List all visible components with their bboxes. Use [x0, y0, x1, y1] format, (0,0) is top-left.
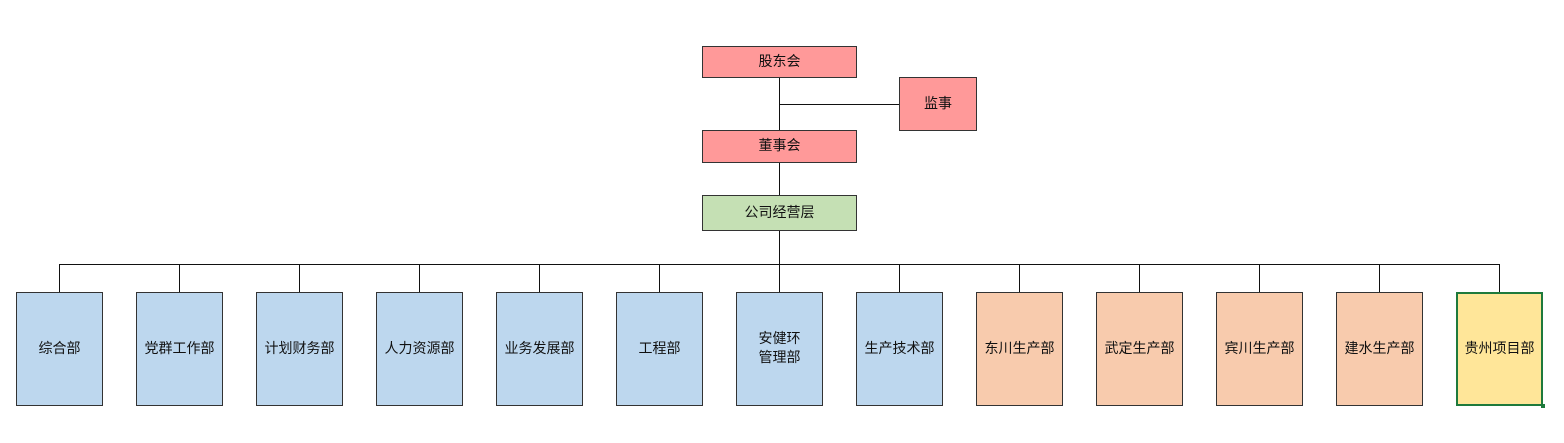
department-drop-line	[539, 264, 540, 292]
department-label: 武定生产部	[1104, 340, 1175, 357]
department-node[interactable]: 工程部	[616, 292, 703, 406]
department-node[interactable]: 人力资源部	[376, 292, 463, 406]
department-node[interactable]: 武定生产部	[1096, 292, 1183, 406]
department-node[interactable]: 生产技术部	[856, 292, 943, 406]
department-node[interactable]: 东川生产部	[976, 292, 1063, 406]
department-node[interactable]: 党群工作部	[136, 292, 223, 406]
department-label: 党群工作部	[144, 340, 215, 357]
department-label: 贵州项目部	[1464, 340, 1535, 357]
department-drop-line	[1259, 264, 1260, 292]
department-node[interactable]: 安健环 管理部	[736, 292, 823, 406]
company-management-node[interactable]: 公司经营层	[702, 195, 857, 231]
department-label: 东川生产部	[984, 340, 1055, 357]
shareholders-meeting-label: 股东会	[758, 53, 801, 70]
department-drop-line	[179, 264, 180, 292]
board-of-directors-node[interactable]: 董事会	[702, 130, 857, 163]
department-node[interactable]: 业务发展部	[496, 292, 583, 406]
department-node-selected[interactable]: 贵州项目部	[1456, 292, 1545, 408]
connector-supervisor	[779, 104, 900, 105]
department-label: 建水生产部	[1344, 340, 1415, 357]
department-label: 宾川生产部	[1224, 340, 1295, 357]
shareholders-meeting-node[interactable]: 股东会	[702, 46, 857, 78]
department-drop-line	[419, 264, 420, 292]
department-label: 工程部	[638, 340, 681, 357]
department-label: 业务发展部	[504, 340, 575, 357]
resize-handle[interactable]	[1541, 404, 1545, 408]
department-node[interactable]: 建水生产部	[1336, 292, 1423, 406]
department-node[interactable]: 计划财务部	[256, 292, 343, 406]
department-drop-line	[899, 264, 900, 292]
connector-board-management	[779, 163, 780, 195]
department-label: 人力资源部	[384, 340, 455, 357]
department-drop-line	[659, 264, 660, 292]
department-drop-line	[1379, 264, 1380, 292]
board-of-directors-label: 董事会	[758, 138, 801, 154]
department-drop-line	[779, 264, 780, 292]
department-label: 生产技术部	[864, 340, 935, 357]
department-node[interactable]: 宾川生产部	[1216, 292, 1303, 406]
company-management-label: 公司经营层	[744, 204, 815, 221]
supervisor-label: 监事	[924, 95, 952, 112]
department-drop-line	[299, 264, 300, 292]
department-label: 综合部	[38, 340, 81, 357]
connector-shareholders-board	[779, 77, 780, 130]
department-label: 计划财务部	[264, 340, 335, 357]
department-drop-line	[1499, 264, 1500, 292]
department-drop-line	[1019, 264, 1020, 292]
connector-management-trunk	[779, 230, 780, 265]
department-label: 安健环 管理部	[758, 331, 801, 366]
department-drop-line	[1139, 264, 1140, 292]
department-node[interactable]: 综合部	[16, 292, 103, 406]
supervisor-node[interactable]: 监事	[899, 77, 977, 131]
department-drop-line	[59, 264, 60, 292]
